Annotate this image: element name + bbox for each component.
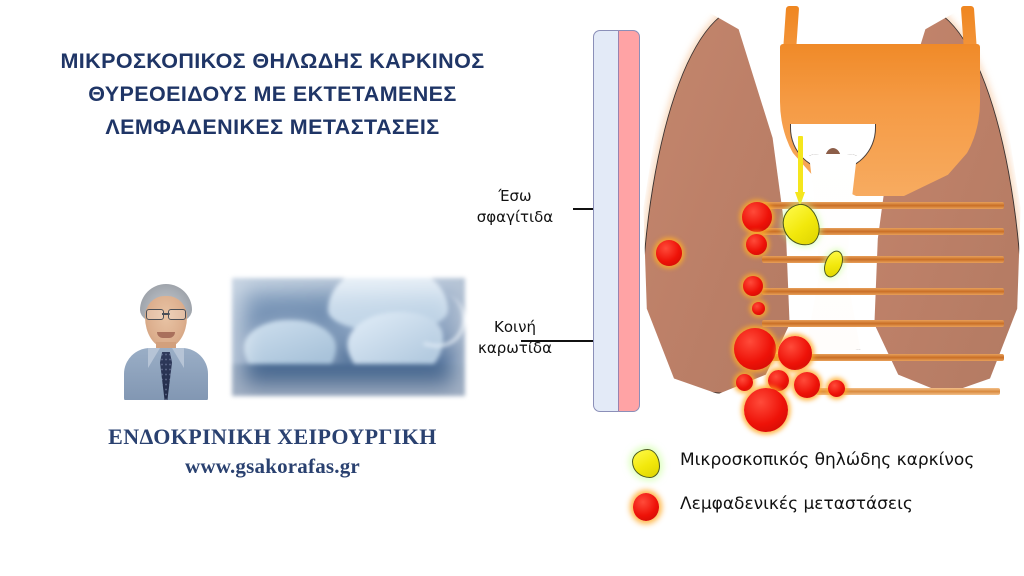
- label-common-carotid-line1: Κοινή: [494, 318, 536, 336]
- brand-name: ΕΝΔΟΚΡΙΝΙΚΗ ΧΕΙΡΟΥΡΓΙΚΗ: [108, 424, 437, 449]
- tumor-pointer-arrow: [795, 136, 805, 208]
- lymph-node-metastasis: [743, 276, 763, 296]
- legend-item-metastases: Λεμφαδενικές μεταστάσεις: [630, 487, 1024, 531]
- label-internal-jugular: Έσω σφαγίτιδα: [460, 186, 570, 228]
- lymph-node-metastasis: [768, 370, 789, 391]
- title-line-2: ΘΥΡΕΟΕΙΔΟΥΣ ΜΕ ΕΚΤΕΤΑΜΕΝΕΣ: [88, 82, 457, 106]
- lymph-node-metastasis: [752, 302, 765, 315]
- glasses-icon: [146, 309, 186, 320]
- portrait-collar-left: [148, 348, 160, 368]
- tracheal-ring-inferior: [816, 388, 1000, 395]
- tracheal-ring: [762, 256, 1004, 263]
- brand-website[interactable]: www.gsakorafas.gr: [185, 454, 360, 478]
- internal-jugular-vein-shape: [593, 30, 618, 412]
- portrait-collar-right: [172, 348, 184, 368]
- tracheal-ring: [762, 288, 1004, 295]
- page-title: ΜΙΚΡΟΣΚΟΠΙΚΟΣ ΘΗΛΩΔΗΣ ΚΑΡΚΙΝΟΣ ΘΥΡΕΟΕΙΔΟ…: [0, 45, 545, 144]
- legend-item-carcinoma: Μικροσκοπικός θηλώδης καρκίνος: [630, 443, 1024, 487]
- portrait-face: [145, 296, 187, 348]
- lymph-node-metastasis: [828, 380, 845, 397]
- brand-block: ΕΝΔΟΚΡΙΝΙΚΗ ΧΕΙΡΟΥΡΓΙΚΗ www.gsakorafas.g…: [0, 424, 545, 479]
- label-internal-jugular-line1: Έσω: [498, 187, 532, 205]
- title-line-1: ΜΙΚΡΟΣΚΟΠΙΚΟΣ ΘΗΛΩΔΗΣ ΚΑΡΚΙΝΟΣ: [60, 49, 485, 73]
- lymph-node-metastasis: [656, 240, 682, 266]
- legend-label-metastases: Λεμφαδενικές μεταστάσεις: [680, 494, 913, 514]
- legend: Μικροσκοπικός θηλώδης καρκίνος Λεμφαδενι…: [630, 443, 1024, 531]
- lymph-node-metastasis: [744, 388, 788, 432]
- legend-marker-carcinoma: [630, 446, 664, 480]
- cartilage-plate: [780, 44, 980, 196]
- tracheal-ring: [762, 354, 1004, 361]
- photo-vignette: [232, 278, 465, 396]
- tracheal-ring: [762, 202, 1004, 209]
- label-common-carotid: Κοινή καρωτίδα: [460, 317, 570, 359]
- common-carotid-artery-shape: [618, 30, 640, 412]
- legend-marker-metastases: [630, 490, 664, 524]
- lymph-node-metastasis: [736, 374, 753, 391]
- tracheal-ring: [762, 228, 1004, 235]
- thyroid-anatomy-diagram: [545, 0, 1024, 432]
- lymph-node-metastasis: [778, 336, 812, 370]
- lymph-node-metastasis: [746, 234, 767, 255]
- label-common-carotid-line2: καρωτίδα: [478, 339, 552, 357]
- photo-group: [120, 278, 465, 403]
- portrait-mouth: [157, 332, 175, 338]
- thyroid-gland-group: [640, 6, 1024, 432]
- surgical-gown: [232, 364, 465, 396]
- label-internal-jugular-line2: σφαγίτιδα: [476, 208, 554, 226]
- legend-label-carcinoma: Μικροσκοπικός θηλώδης καρκίνος: [680, 450, 975, 470]
- doctor-portrait-photo: [120, 280, 212, 400]
- lymph-node-metastasis: [734, 328, 776, 370]
- surgical-team-photo: [232, 278, 465, 396]
- lymph-node-metastasis: [794, 372, 820, 398]
- title-line-3: ΛΕΜΦΑΔΕΝΙΚΕΣ ΜΕΤΑΣΤΑΣΕΙΣ: [105, 115, 440, 139]
- lymph-node-metastasis: [742, 202, 772, 232]
- great-vessels-group: [593, 30, 640, 412]
- thyroid-cartilage: [780, 6, 980, 206]
- tracheal-ring: [762, 320, 1004, 327]
